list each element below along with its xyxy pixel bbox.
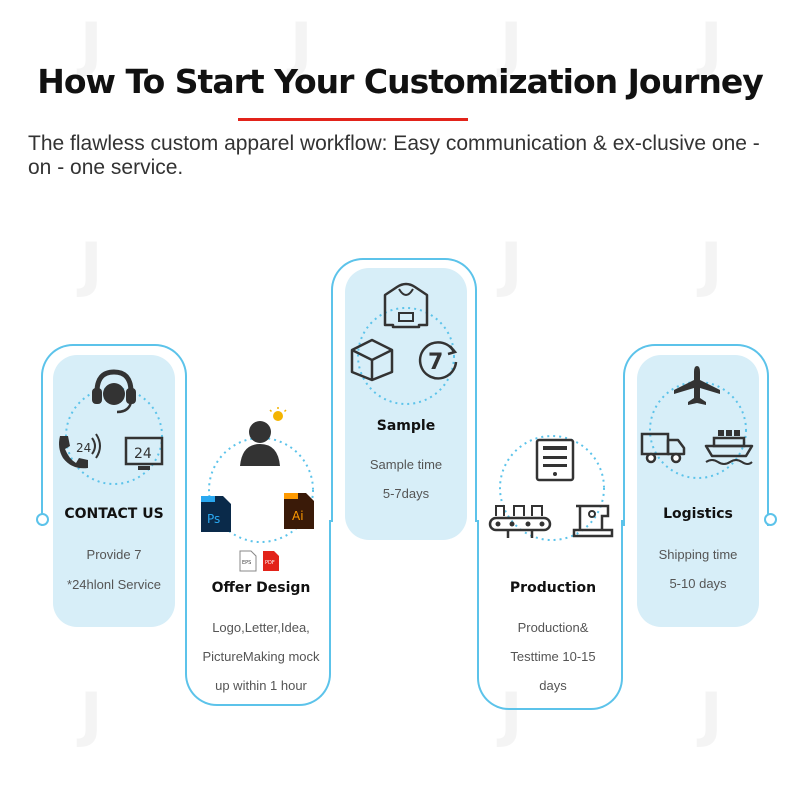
watermark: J bbox=[500, 230, 522, 300]
hoodie-icon bbox=[383, 282, 429, 329]
step-frame bbox=[477, 520, 623, 710]
icon-cycle bbox=[649, 381, 747, 479]
step-title: Sample bbox=[376, 418, 436, 434]
step-frame bbox=[41, 344, 187, 526]
connector-dot bbox=[36, 513, 49, 526]
step-desc-line: days bbox=[539, 678, 567, 693]
photoshop-file-icon: Ps bbox=[201, 496, 231, 532]
svg-text:EPS: EPS bbox=[242, 560, 251, 566]
watermark: J bbox=[80, 680, 102, 750]
pdf-file-icon: PDF bbox=[263, 551, 279, 571]
watermark: J bbox=[700, 10, 722, 80]
title-underline bbox=[238, 118, 468, 121]
page-subtitle: The flawless custom apparel workflow: Ea… bbox=[28, 132, 760, 179]
watermark: J bbox=[500, 10, 522, 80]
designer-idea-icon bbox=[240, 407, 287, 466]
svg-text:24: 24 bbox=[76, 441, 91, 455]
monitor-24-icon: 24 bbox=[124, 436, 164, 470]
airplane-icon bbox=[674, 366, 720, 405]
ship-icon bbox=[704, 430, 754, 465]
icon-cycle bbox=[499, 435, 605, 541]
illustrator-file-icon: Ai bbox=[284, 493, 314, 529]
step-desc-line: *24hlonl Service bbox=[67, 577, 161, 592]
svg-text:PDF: PDF bbox=[265, 560, 275, 566]
box-icon bbox=[350, 338, 394, 382]
seven-days-icon: 7 bbox=[418, 341, 458, 380]
icon-cycle bbox=[208, 437, 314, 543]
watermark: J bbox=[700, 230, 722, 300]
svg-text:Ai: Ai bbox=[292, 509, 304, 523]
step-desc-line: Shipping time bbox=[658, 547, 738, 562]
step-desc-line: 5-10 days bbox=[669, 576, 727, 591]
page-title: How To Start Your Customization Journey bbox=[37, 62, 764, 101]
conveyor-icon bbox=[488, 505, 552, 538]
step-desc-line: Production& bbox=[517, 620, 589, 635]
step-frame bbox=[331, 258, 477, 522]
svg-text:Ps: Ps bbox=[207, 512, 220, 526]
sewing-machine-icon bbox=[572, 504, 614, 538]
step-title: Offer Design bbox=[211, 580, 311, 596]
step-title: Logistics bbox=[663, 506, 733, 522]
watermark: J bbox=[80, 10, 102, 80]
step-desc-line: Testtime 10-15 bbox=[510, 649, 596, 664]
step-title: Production bbox=[509, 580, 597, 596]
svg-text:24: 24 bbox=[134, 446, 152, 462]
step-desc-line: Logo,Letter,Idea, bbox=[212, 620, 310, 635]
step-desc-line: Provide 7 bbox=[86, 547, 142, 562]
watermark: J bbox=[80, 230, 102, 300]
watermark: J bbox=[700, 680, 722, 750]
svg-text:7: 7 bbox=[428, 350, 443, 375]
step-desc-line: Sample time bbox=[369, 457, 443, 472]
step-desc-line: 5-7days bbox=[382, 486, 430, 501]
headset-icon bbox=[92, 369, 136, 414]
truck-icon bbox=[640, 432, 686, 464]
eps-file-icon: EPS bbox=[239, 550, 257, 572]
step-title: CONTACT US bbox=[64, 506, 164, 522]
step-desc-line: PictureMaking mock bbox=[202, 649, 320, 664]
step-frame bbox=[185, 520, 331, 706]
watermark: J bbox=[290, 10, 312, 80]
step-desc-line: up within 1 hour bbox=[215, 678, 307, 693]
connector-dot bbox=[764, 513, 777, 526]
control-panel-icon bbox=[535, 438, 575, 482]
phone-24-icon: 24 bbox=[59, 433, 101, 469]
step-frame bbox=[623, 344, 769, 526]
icon-cycle bbox=[357, 307, 455, 405]
